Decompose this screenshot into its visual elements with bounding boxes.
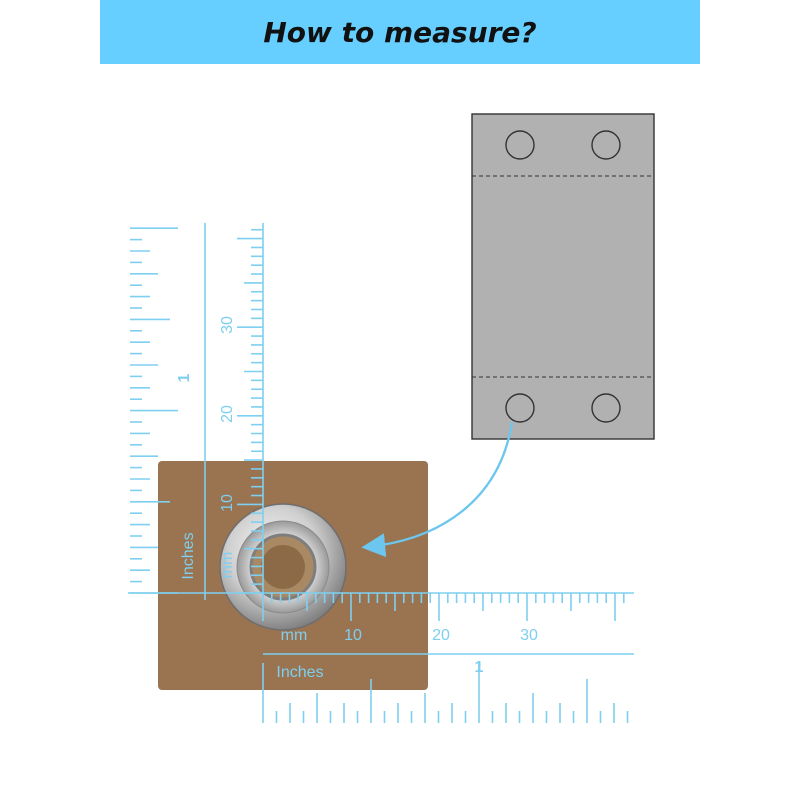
panel-hole-top-left (505, 130, 535, 160)
vertical-inch-label: Inches (180, 532, 197, 579)
horizontal-mm-ruler (128, 592, 634, 621)
horizontal-mm-label: mm (281, 627, 308, 644)
curtain-panel (471, 113, 655, 440)
horizontal-mm-tick-20: 20 (432, 627, 450, 644)
title-banner: How to measure? (100, 0, 700, 64)
horizontal-mm-tick-30: 30 (520, 627, 538, 644)
panel-hole-bottom-right (591, 393, 621, 423)
panel-hole-top-right (591, 130, 621, 160)
vertical-mm-label: mm (219, 552, 236, 579)
horizontal-inch-label: Inches (276, 664, 323, 681)
horizontal-inch-ruler (262, 653, 634, 723)
horizontal-mm-tick-10: 10 (344, 627, 362, 644)
vertical-inch-tick-1: 1 (176, 373, 193, 382)
horizontal-inch-tick-1: 1 (475, 659, 484, 676)
panel-hole-bottom-left (505, 393, 535, 423)
vertical-mm-ruler (237, 223, 264, 600)
page-title: How to measure? (263, 15, 537, 49)
vertical-inch-ruler (130, 223, 206, 600)
vertical-mm-tick-10: 10 (219, 494, 236, 512)
vertical-mm-tick-20: 20 (219, 405, 236, 423)
vertical-mm-tick-30: 30 (219, 316, 236, 334)
grommet-image (219, 503, 347, 631)
connector-arrow (361, 421, 514, 558)
